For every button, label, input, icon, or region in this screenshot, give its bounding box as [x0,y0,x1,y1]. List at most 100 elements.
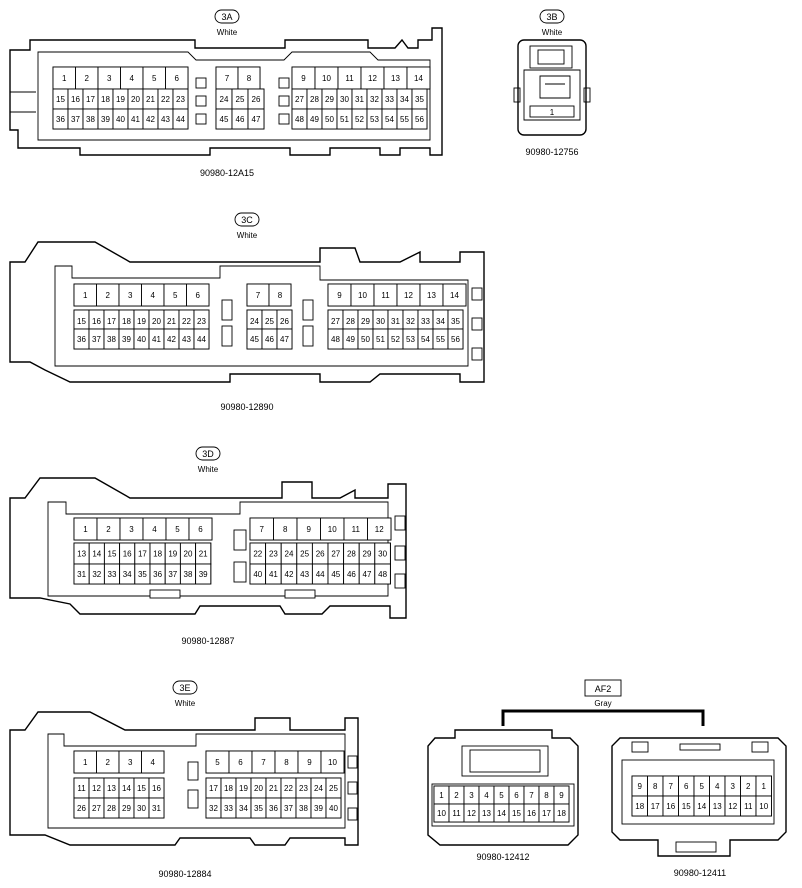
pin-label: 21 [269,784,278,793]
pin-label: 47 [252,115,261,124]
pin-label: 5 [215,758,220,767]
pin-cell [553,803,570,823]
pin-label: 4 [152,525,157,534]
pin-label: 29 [122,804,131,813]
connector-af2-badge: AF2 [595,684,612,694]
pin-label: 37 [71,115,80,124]
pin-label: 9 [307,525,312,534]
pin-label: 2 [106,291,111,300]
pin-label: 47 [280,335,289,344]
pin-label: 49 [346,335,355,344]
connector-3e-housing [9,711,359,846]
pin-label: 1 [439,791,444,800]
pin-cell [442,283,467,307]
connector-3a-badge-frame [214,9,240,24]
pin-label: 53 [370,115,379,124]
connector-3d-key [233,561,247,583]
pin-label: 28 [346,317,355,326]
pin-label: 40 [116,115,125,124]
connector-3a-badge: 3A [221,12,232,22]
pin-label: 40 [137,335,146,344]
pin-label: 23 [197,317,206,326]
pin-label: 36 [269,804,278,813]
pin-label: 11 [352,525,361,534]
pin-label: 9 [301,74,306,83]
pin-label: 22 [161,95,170,104]
pin-label: 16 [71,95,80,104]
connector-3e-badge: 3E [179,683,190,693]
pin-label: 51 [376,335,385,344]
pin-label: 8 [653,782,658,791]
connector-3d-color: White [198,465,219,474]
connector-af2-right-part-number: 90980-12411 [674,868,726,878]
pin-label: 29 [363,550,372,559]
pin-label: 10 [437,809,446,818]
pin-label: 10 [322,74,331,83]
pin-label: 2 [106,758,111,767]
pin-label: 42 [167,335,176,344]
pin-label: 6 [196,291,201,300]
pin-label: 5 [173,291,178,300]
pin-label: 4 [151,291,156,300]
connector-3c-key [221,325,233,347]
pin-label: 5 [175,525,180,534]
pin-label: 52 [355,115,364,124]
pin-label: 31 [391,317,400,326]
connector-3e-color: White [175,699,196,708]
connector-3d-side-tab [394,515,406,531]
connector-3e-key [187,761,199,781]
pin-label: 15 [108,550,117,559]
pin-label: 16 [666,802,675,811]
pin-label: 32 [406,317,415,326]
pin-label: 16 [92,317,101,326]
pin-label: 41 [152,335,161,344]
pin-label: 38 [107,335,116,344]
pin-label: 14 [92,550,101,559]
connector-af2-left-part-number: 90980-12412 [476,852,529,862]
connector-3b: 3B White 1 90980-12756 [513,9,591,157]
connector-3c-key [302,325,314,347]
pin-label: 12 [467,809,476,818]
pin-label: 15 [137,784,146,793]
connector-3b-side-tab [583,87,591,103]
pin-cell [172,108,189,130]
pin-label: 16 [123,550,132,559]
pin-label: 19 [168,550,177,559]
pin-label: 17 [209,784,218,793]
pin-label: 8 [284,758,289,767]
pin-label: 45 [250,335,259,344]
pin-label: 7 [260,525,265,534]
pin-cell [276,328,293,350]
connector-3e-key [187,789,199,809]
pin-label: 38 [86,115,95,124]
pin-label: 11 [381,291,390,300]
pin-label: 4 [484,791,489,800]
connector-3b-badge-frame [539,9,565,24]
pin-label: 14 [497,809,506,818]
pin-label: 42 [146,115,155,124]
pin-label: 6 [175,74,180,83]
pin-label: 33 [108,570,117,579]
pin-label: 22 [182,317,191,326]
pin-label: 38 [299,804,308,813]
pin-label: 7 [669,782,674,791]
pin-label: 34 [239,804,248,813]
connector-3c-key [302,299,314,321]
pin-label: 19 [239,784,248,793]
connector-3d-bottom-tab [284,589,316,599]
pin-label: 24 [314,784,323,793]
pin-cell [148,797,165,819]
pin-label: 1 [62,74,67,83]
connector-3e-inner [47,733,346,829]
pin-label: 10 [759,802,768,811]
connector-3d-badge-frame [195,446,221,461]
pin-label: 19 [137,317,146,326]
pin-label: 2 [454,791,459,800]
connector-3a-key [278,77,290,89]
pin-label: 18 [153,550,162,559]
pin-label: 18 [122,317,131,326]
